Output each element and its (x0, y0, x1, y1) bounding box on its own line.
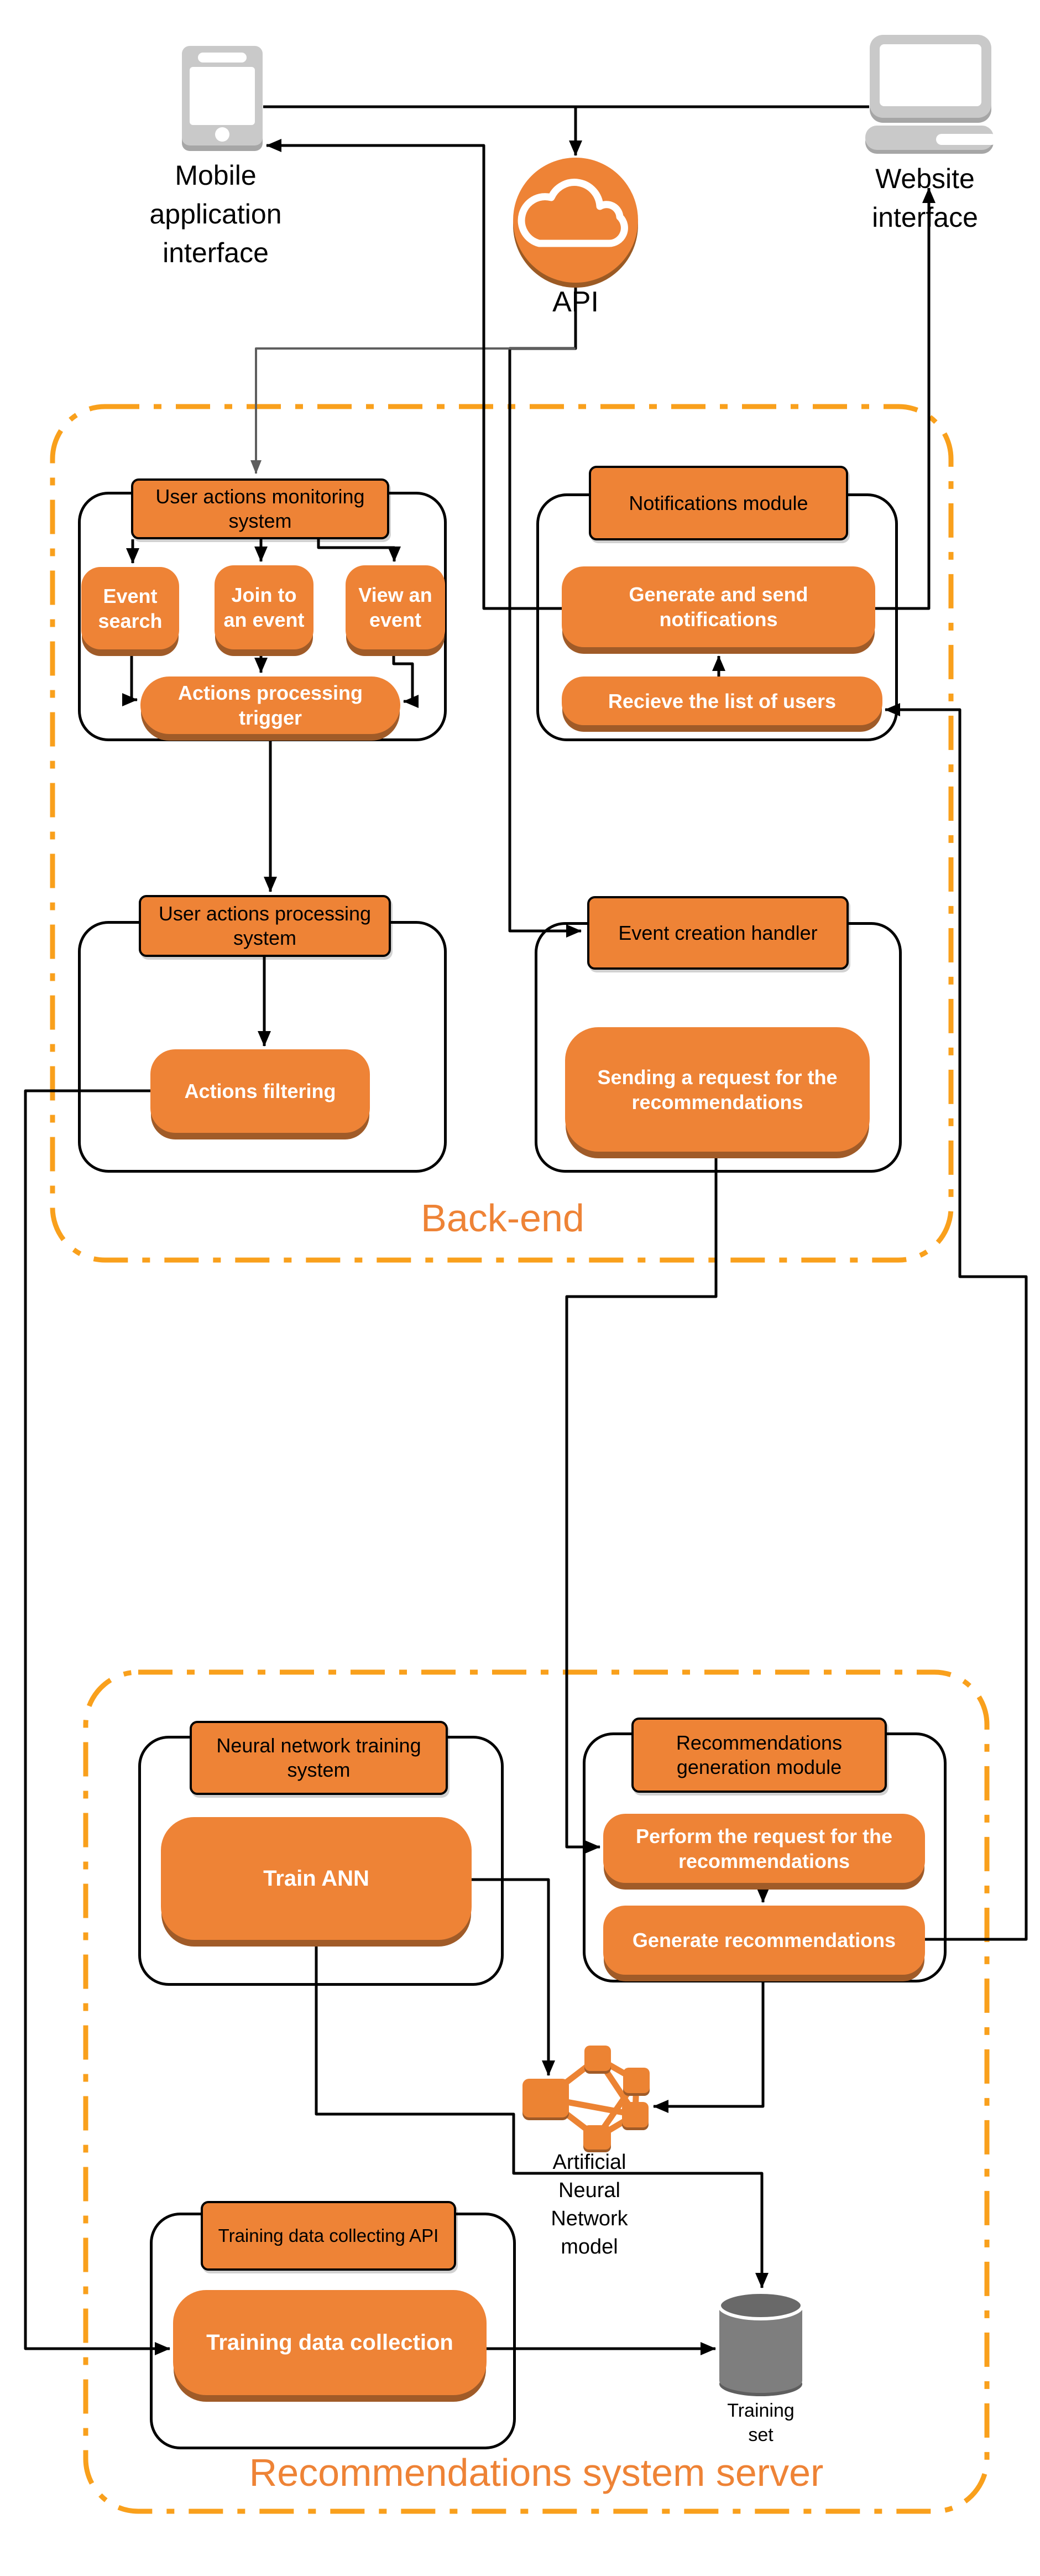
mobile-interface-label: Mobile application interface (149, 160, 282, 268)
train-ann-box: Train ANN (161, 1817, 472, 1940)
website-laptop-icon (865, 35, 994, 154)
api-label: API (552, 286, 599, 318)
connector-api-to-monitoring (250, 347, 576, 474)
event-creation-title-box: Event creation handler (587, 896, 849, 970)
server-section-label: Recommendations system server (249, 2451, 824, 2494)
training-set-label: Training set (727, 2400, 795, 2446)
training-set-database-icon (718, 2291, 804, 2396)
mobile-phone-icon (182, 46, 263, 151)
data-collecting-title-box: Training data collecting API (201, 2201, 456, 2271)
training-data-collection-box: Training data collection (173, 2290, 487, 2395)
view-event-box: View an event (346, 565, 445, 649)
rec-generation-title-box: Recommendations generation module (631, 1718, 887, 1793)
event-search-box: Event search (81, 567, 179, 649)
connector-filtering-to-collection (24, 1089, 170, 2355)
sending-request-box: Sending a request for the recommendation… (565, 1027, 870, 1152)
join-event-box: Join to an event (215, 565, 313, 649)
nn-training-title-box: Neural network training system (190, 1721, 448, 1795)
notifications-title-box: Notifications module (589, 466, 848, 540)
generate-notifications-box: Generate and send notifications (562, 566, 875, 647)
processing-group-rect (78, 921, 447, 1173)
generate-recommendations-box: Generate recommendations (603, 1906, 925, 1975)
perform-request-box: Perform the request for the recommendati… (603, 1814, 925, 1883)
receive-users-box: Recieve the list of users (562, 676, 882, 725)
monitoring-title-box: User actions monitoring system (131, 478, 389, 539)
processing-title-box: User actions processing system (139, 895, 391, 957)
website-interface-label: Website interface (872, 163, 978, 233)
connector-generate-rec-to-ann-model (653, 1975, 765, 2113)
ann-model-icon (522, 2046, 650, 2152)
actions-processing-trigger-box: Actions processing trigger (140, 676, 400, 734)
actions-filtering-box: Actions filtering (150, 1049, 370, 1133)
api-cloud-icon (513, 158, 638, 288)
backend-section-label: Back-end (421, 1196, 584, 1240)
ann-model-label: Artificial Neural Network model (551, 2151, 628, 2258)
